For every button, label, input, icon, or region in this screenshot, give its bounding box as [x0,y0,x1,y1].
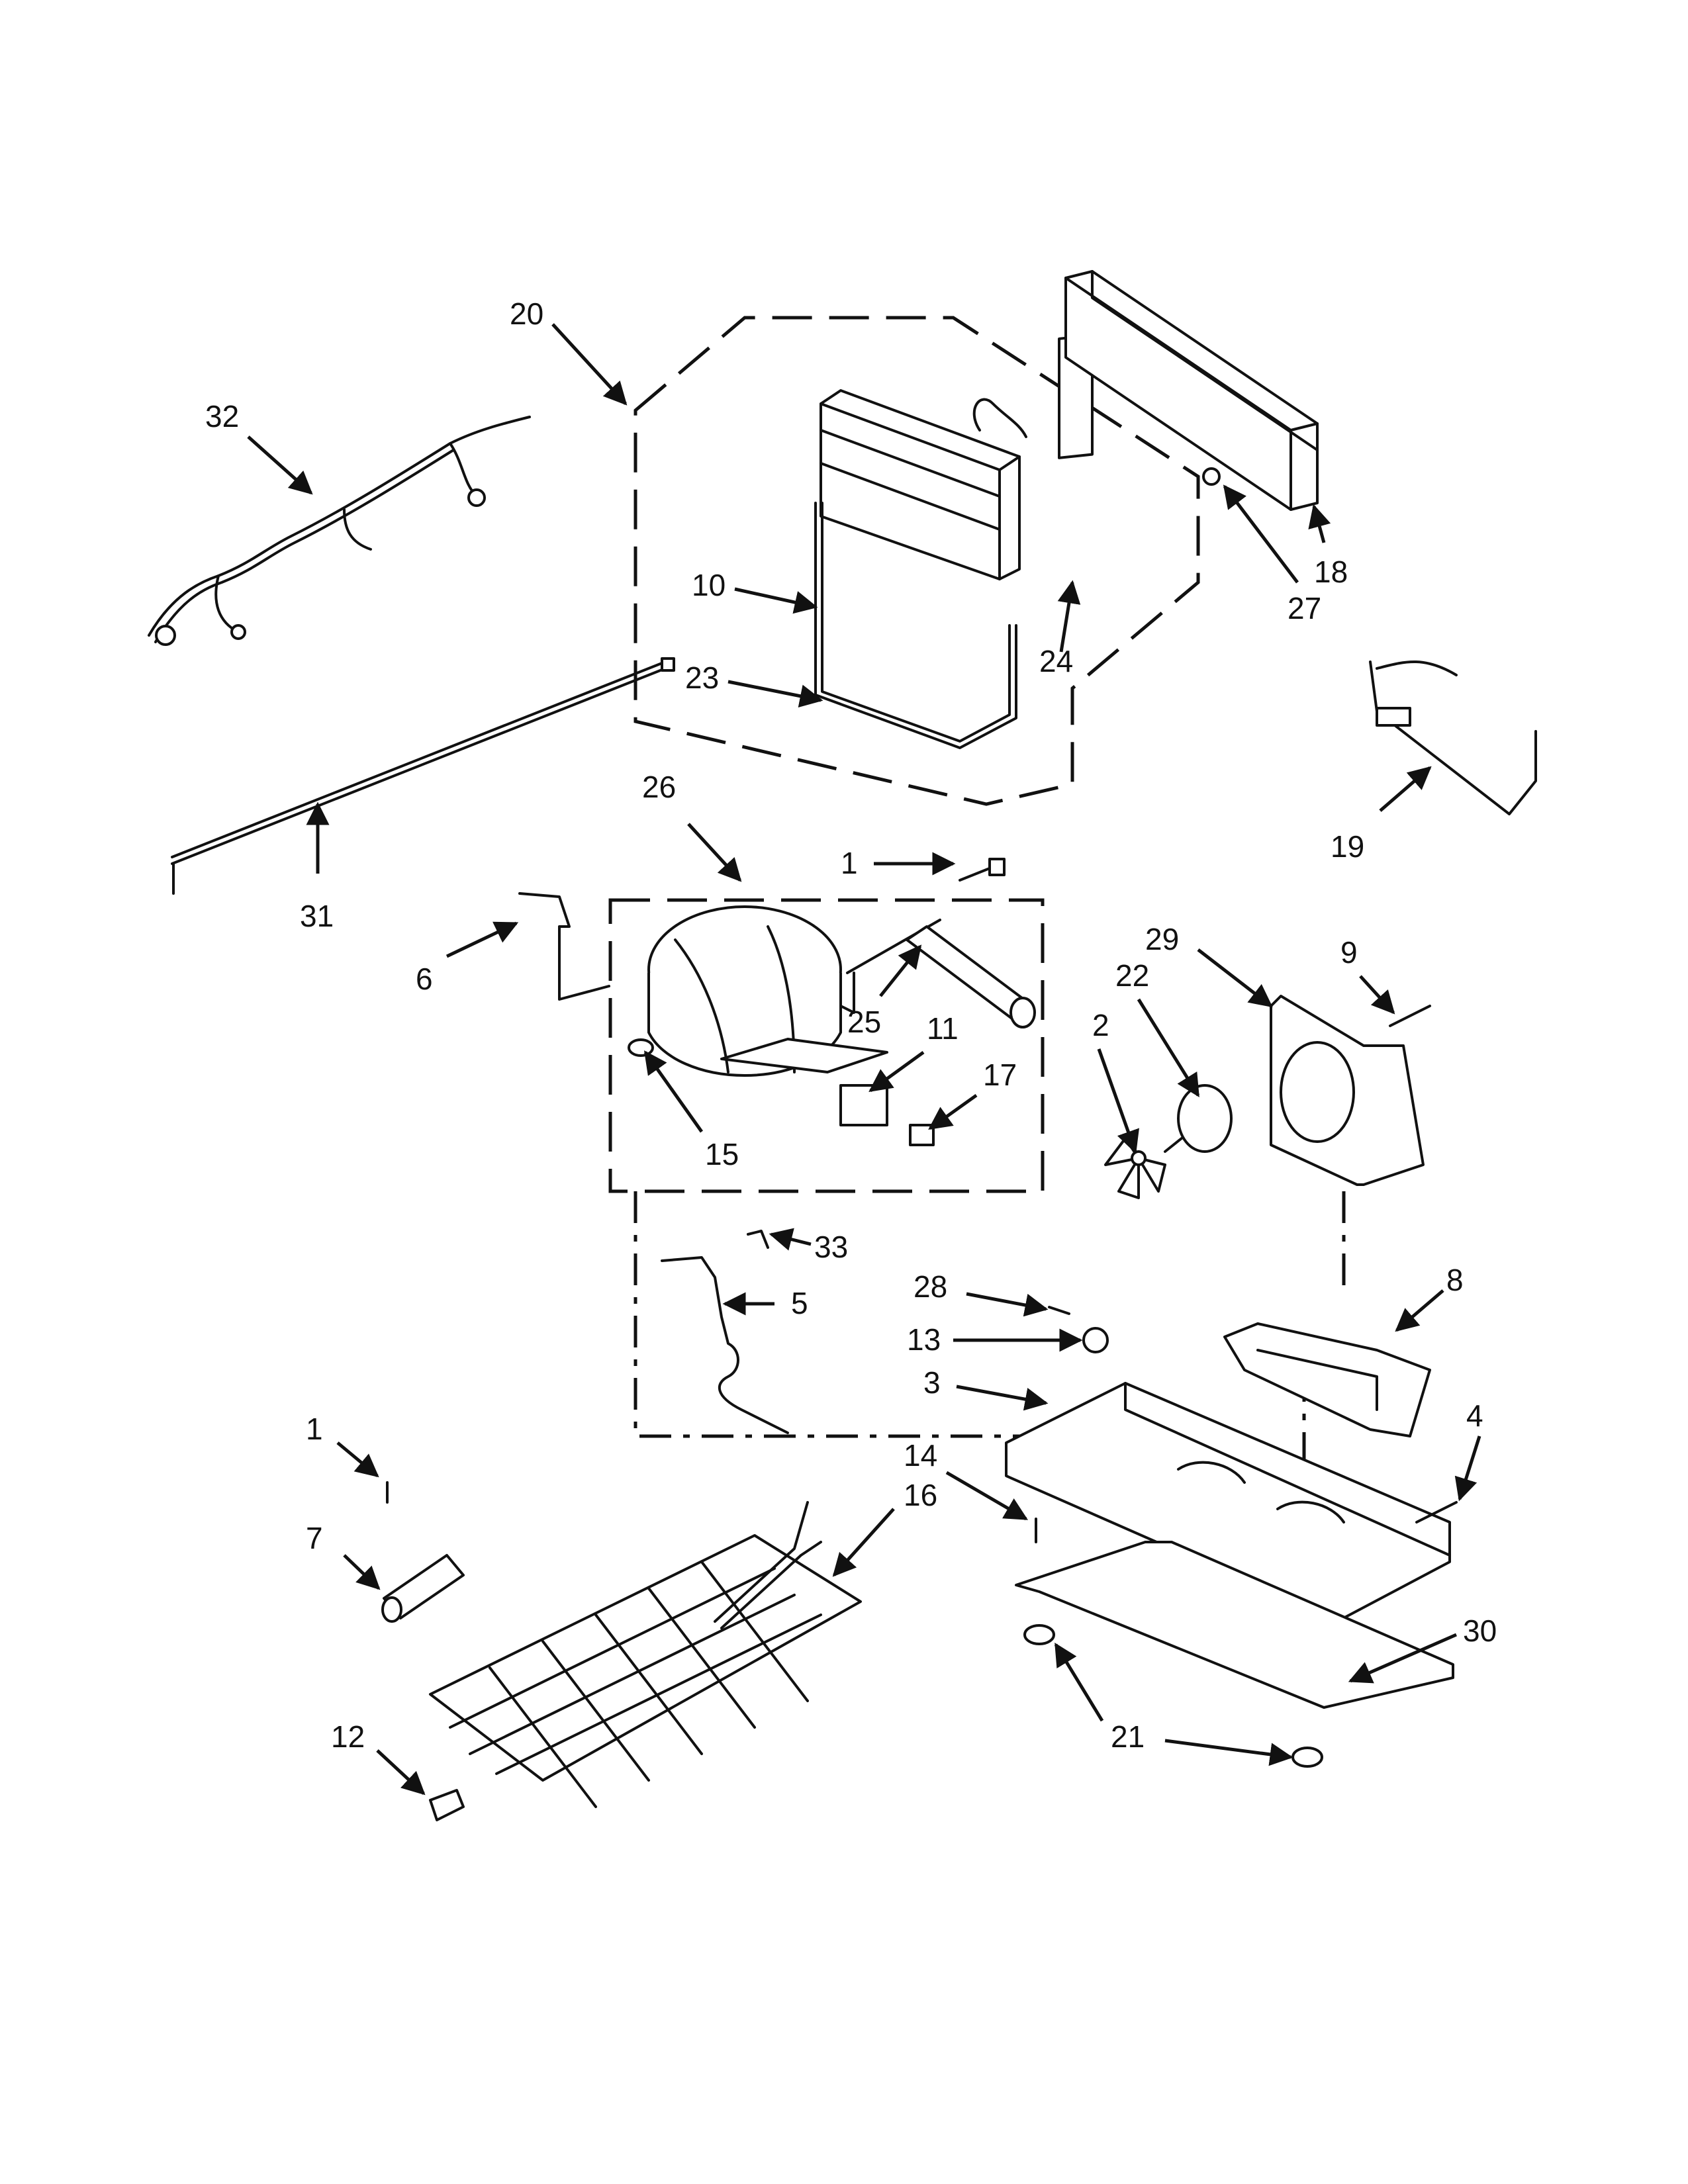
fan-blade-part [1104,1137,1166,1199]
leader-arrows [247,323,1481,1796]
callout-20: 20 [510,296,543,331]
fan-motor-part [1164,1084,1233,1153]
callout-16: 16 [904,1478,937,1512]
condenser-part [429,1501,862,1808]
callout-30: 30 [1463,1614,1497,1648]
callout-6: 6 [416,962,433,996]
callout-25: 25 [847,1005,881,1039]
callout-4: 4 [1466,1398,1483,1433]
cable-part [171,657,675,895]
fan-shroud-part [1270,995,1425,1186]
callout-7: 7 [306,1521,323,1555]
evaporator-part [820,389,1027,580]
callout-10: 10 [692,568,726,602]
bolt-upper-part [959,858,1006,882]
callout-1-upper: 1 [841,846,858,880]
screw-4-part [1415,1501,1458,1524]
grommet-part [628,1038,654,1057]
callout-5: 5 [791,1286,808,1320]
callout-2: 2 [1092,1008,1109,1042]
callout-1-lower: 1 [306,1412,323,1446]
screw-27-part [1202,467,1221,486]
callout-32: 32 [205,399,239,433]
callout-23: 23 [685,660,719,695]
defrost-heater-part [814,502,1017,749]
bracket-6-part [518,892,610,1001]
screw-28-part [1048,1306,1070,1315]
callout-29: 29 [1145,922,1179,956]
bottom-cover-part [1015,1541,1454,1709]
callout-14: 14 [904,1438,937,1473]
machine-compartment-connection-line [633,1191,1059,1438]
drain-trough-part [1064,270,1319,511]
callout-8: 8 [1446,1263,1464,1297]
compressor-assembly-boundary [608,898,1045,1193]
clip-33-part [747,1230,769,1249]
foot-part-left [1023,1624,1055,1645]
callout-22: 22 [1115,958,1149,993]
foot-part-right [1291,1747,1323,1768]
fan-bracket-part [1223,1322,1431,1437]
callout-17: 17 [983,1058,1017,1092]
tube-assembly-part [1369,660,1537,815]
callout-21: 21 [1111,1719,1145,1754]
sleeve-part [381,1554,465,1623]
compressor-part [647,905,941,1077]
callout-9: 9 [1340,935,1358,970]
callout-18: 18 [1314,555,1348,589]
callout-3: 3 [923,1365,941,1400]
drain-tube-part [661,1256,789,1434]
callout-26: 26 [642,770,676,804]
evaporator-assembly-boundary [633,316,1200,806]
callout-31: 31 [300,899,334,933]
callout-27: 27 [1288,591,1321,625]
base-plate-part [1005,1382,1451,1623]
wire-harness-part [148,416,531,646]
callout-33: 33 [814,1230,848,1264]
callout-13: 13 [907,1322,941,1357]
callout-labels: 32 20 10 23 24 27 18 19 31 26 1 6 25 11 … [205,296,1497,1754]
screw-9-part [1389,1005,1431,1027]
relay-part [839,1084,888,1126]
grommet-13-part [1082,1327,1109,1353]
callout-19: 19 [1331,829,1364,864]
callout-15: 15 [705,1137,739,1171]
clip-12-part [429,1789,465,1821]
callout-11: 11 [927,1011,959,1046]
drier-part [906,925,1036,1028]
callout-24: 24 [1039,644,1073,678]
callout-12: 12 [331,1719,365,1754]
callout-28: 28 [914,1269,947,1304]
